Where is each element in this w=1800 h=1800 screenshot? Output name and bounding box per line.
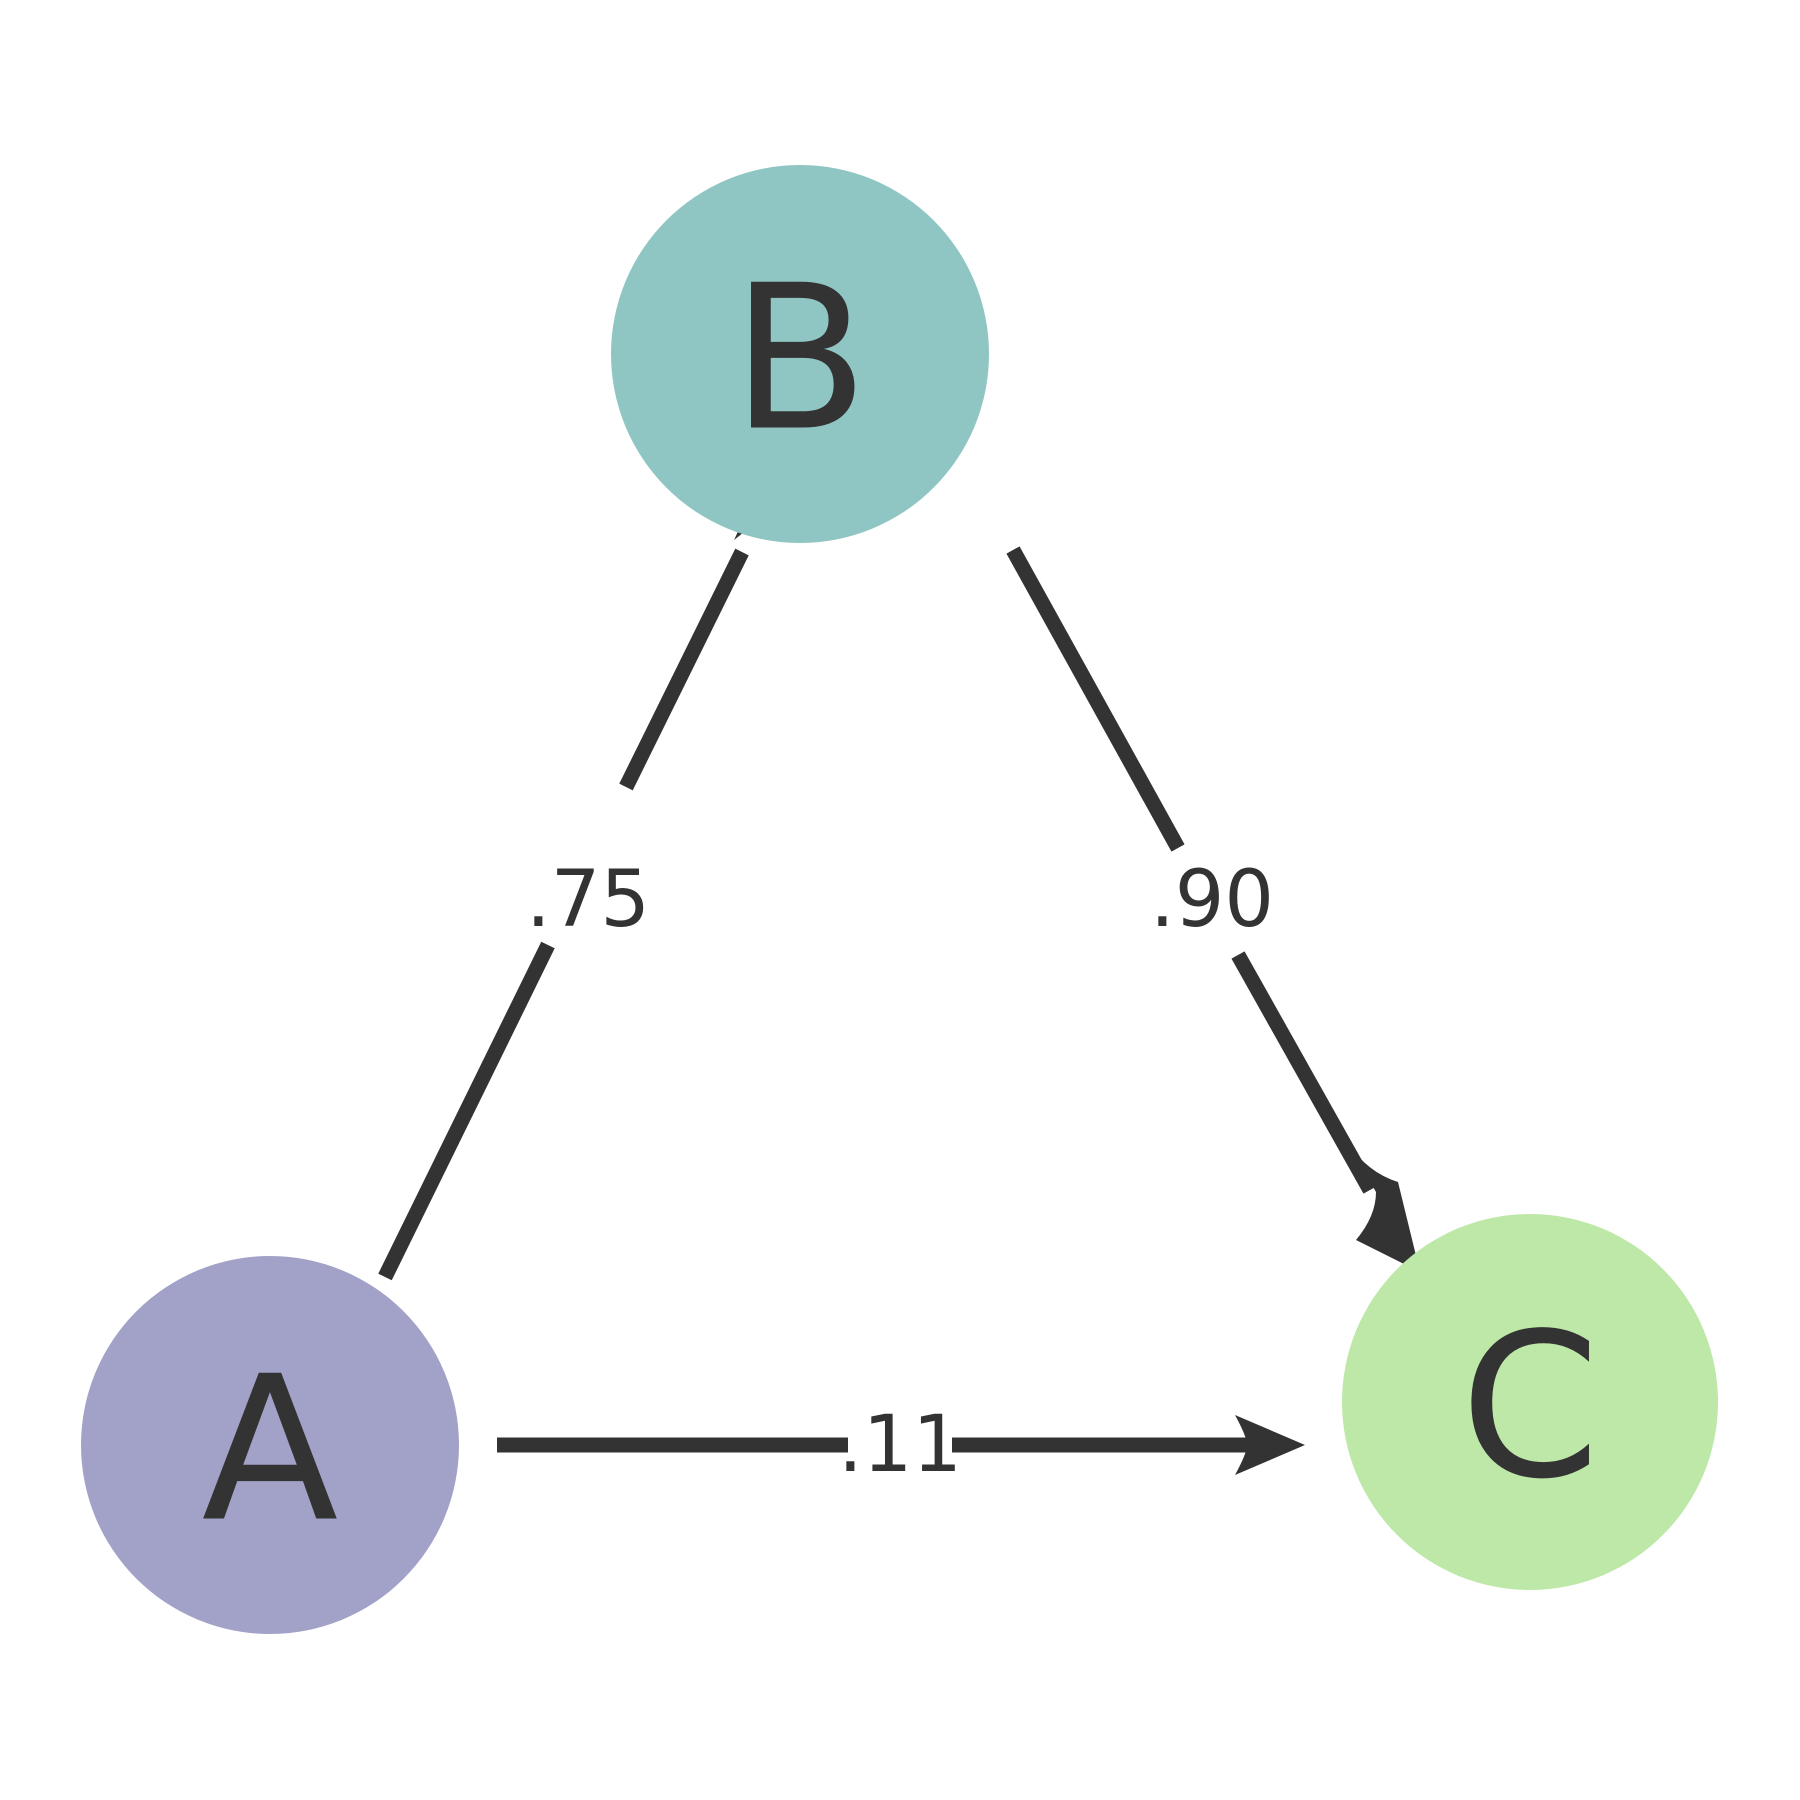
node-a-circle[interactable] bbox=[81, 1256, 459, 1634]
edge-a-to-b-line-upper bbox=[619, 548, 749, 791]
node-c-circle[interactable] bbox=[1342, 1214, 1718, 1590]
node-c-label: C bbox=[1460, 1291, 1600, 1524]
node-b-label: B bbox=[731, 243, 868, 476]
edge-b-to-c-label: .90 bbox=[1150, 855, 1274, 945]
node-c[interactable]: C bbox=[1342, 1214, 1718, 1590]
node-a-label: A bbox=[202, 1334, 339, 1567]
node-b[interactable]: B bbox=[611, 165, 989, 543]
edge-a-to-b[interactable]: .75 bbox=[378, 462, 790, 1281]
edge-b-to-c-line-lower bbox=[1231, 951, 1377, 1194]
edge-a-to-b-label: .75 bbox=[526, 855, 650, 945]
edge-a-to-c-arrowhead bbox=[1235, 1415, 1305, 1475]
edge-a-to-b-line-lower bbox=[378, 941, 555, 1281]
node-a[interactable]: A bbox=[81, 1256, 459, 1634]
edge-b-to-c-arrowhead bbox=[1346, 1140, 1420, 1272]
edge-b-to-c[interactable]: .90 bbox=[1006, 546, 1420, 1272]
edge-a-to-c-label: .11 bbox=[838, 1400, 962, 1490]
node-b-circle[interactable] bbox=[611, 165, 989, 543]
edge-b-to-c-line-upper bbox=[1006, 546, 1185, 852]
edge-a-to-c[interactable]: .11 bbox=[497, 1400, 1305, 1490]
